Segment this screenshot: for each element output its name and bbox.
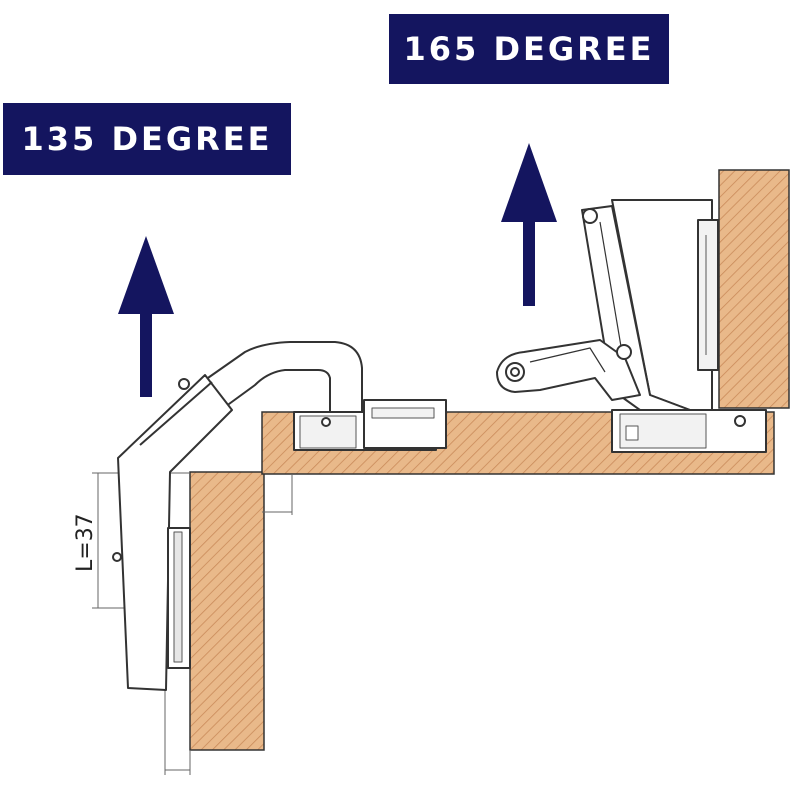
angle-165-banner: 165 DEGREE bbox=[389, 14, 669, 84]
up-arrow-icon bbox=[501, 143, 557, 306]
door-panel bbox=[718, 169, 790, 409]
hinge-135 bbox=[112, 341, 447, 691]
angle-135-banner: 135 DEGREE bbox=[3, 103, 291, 175]
angle-165-label: 165 DEGREE bbox=[403, 30, 655, 68]
up-arrow-icon bbox=[118, 236, 174, 397]
cabinet-side-panel bbox=[189, 471, 265, 751]
angle-135-label: 135 DEGREE bbox=[21, 120, 273, 158]
dimension-label: L=37 bbox=[73, 513, 98, 572]
hinge-165 bbox=[496, 199, 767, 453]
